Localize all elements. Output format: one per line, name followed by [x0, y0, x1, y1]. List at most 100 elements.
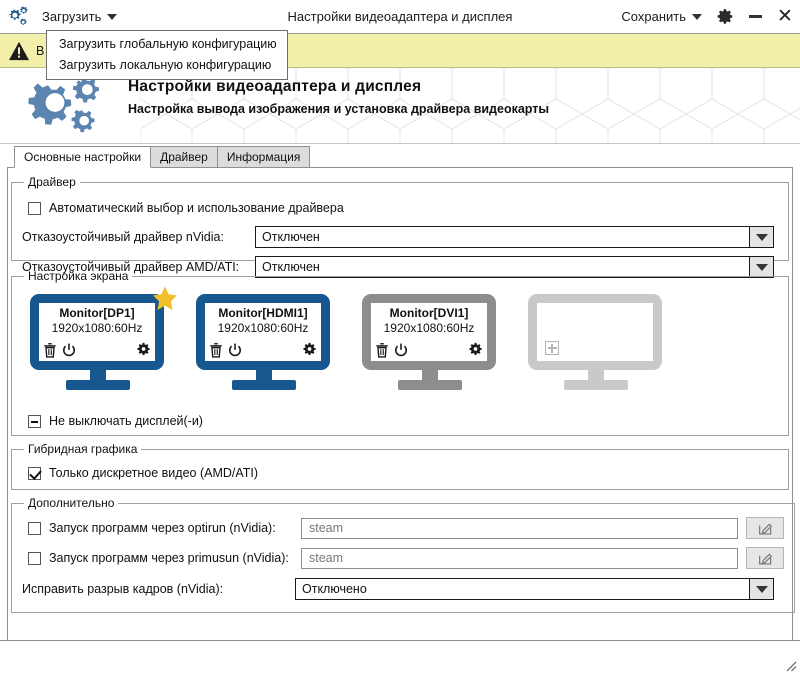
keep-display-on-checkbox[interactable]: [28, 414, 41, 428]
driver-nvidia-row: Отказоустойчивый драйвер nVidia: Отключе…: [22, 224, 778, 250]
primusrun-row: Запуск программ через primusun (nVidia):: [28, 545, 784, 571]
monitor-card-dp1[interactable]: Monitor[DP1] 1920x1080:60Hz: [30, 286, 177, 390]
monitor-card-dvi1[interactable]: Monitor[DVI1] 1920x1080:60Hz: [362, 294, 504, 390]
trash-icon[interactable]: [43, 343, 57, 358]
driver-nvidia-label: Отказоустойчивый драйвер nVidia:: [22, 230, 224, 244]
gear-icon[interactable]: [303, 342, 317, 356]
star-icon[interactable]: [151, 285, 179, 313]
gears-logo-icon: [28, 78, 99, 133]
optirun-checkbox[interactable]: [28, 521, 41, 535]
driver-auto-label: Автоматический выбор и использование дра…: [49, 201, 344, 215]
tab-strip: Основные настройки Драйвер Информация: [0, 145, 800, 168]
status-bar: [0, 640, 800, 674]
gear-icon[interactable]: [469, 342, 483, 356]
close-button[interactable]: ✕: [770, 0, 800, 33]
primusrun-checkbox[interactable]: [28, 551, 41, 565]
tearfree-row: Исправить разрыв кадров (nVidia): Отключ…: [22, 576, 784, 602]
monitor-actions: [209, 342, 317, 359]
monitor-name: Monitor[HDMI1]: [218, 306, 308, 320]
discrete-only-row: Только дискретное видео (AMD/ATI): [28, 460, 778, 486]
optirun-edit-button[interactable]: [746, 517, 784, 539]
minimize-button[interactable]: [740, 0, 770, 33]
primusrun-label: Запуск программ через primusun (nVidia):: [49, 551, 289, 565]
minimize-icon: [748, 15, 762, 18]
save-menu-label: Сохранить: [621, 9, 686, 24]
group-driver-legend: Драйвер: [28, 175, 76, 189]
driver-amd-row: Отказоустойчивый драйвер AMD/ATI: Отключ…: [22, 254, 778, 280]
monitor-card-hdmi1[interactable]: Monitor[HDMI1] 1920x1080:60Hz: [196, 294, 338, 390]
group-extra: Дополнительно Запуск программ через opti…: [11, 496, 795, 613]
chevron-down-icon[interactable]: [749, 257, 773, 277]
keep-display-on-label: Не выключать дисплей(-и): [49, 414, 203, 428]
load-dropdown-menu[interactable]: Загрузить глобальную конфигурацию Загруз…: [46, 30, 288, 80]
plus-box-icon[interactable]: [545, 341, 559, 355]
tearfree-label: Исправить разрыв кадров (nVidia):: [22, 582, 224, 596]
load-menu-button[interactable]: Загрузить: [38, 7, 125, 26]
trash-icon[interactable]: [209, 343, 223, 358]
monitor-actions: [43, 342, 151, 359]
tearfree-combobox[interactable]: Отключено: [295, 578, 774, 600]
driver-auto-checkbox[interactable]: [28, 201, 41, 215]
menu-item-load-local[interactable]: Загрузить локальную конфигурацию: [59, 58, 272, 72]
keep-display-on-row: Не выключать дисплей(-и): [28, 408, 778, 434]
chevron-down-icon: [692, 13, 702, 20]
window-titlebar: Загрузить Настройки видеоадаптера и дисп…: [0, 0, 800, 34]
trash-icon[interactable]: [375, 343, 389, 358]
primusrun-edit-button[interactable]: [746, 547, 784, 569]
power-icon[interactable]: [394, 343, 408, 358]
monitor-stand-neck: [90, 370, 106, 381]
monitor-resolution: 1920x1080:60Hz: [51, 321, 143, 335]
menu-item-load-global[interactable]: Загрузить глобальную конфигурацию: [59, 37, 277, 51]
header-band: Настройки видеоадаптера и дисплея Настро…: [0, 68, 800, 144]
chevron-down-icon: [107, 13, 118, 20]
monitor-frame: Monitor[DVI1] 1920x1080:60Hz: [362, 294, 496, 370]
tearfree-value: Отключено: [302, 582, 367, 596]
chevron-down-icon[interactable]: [749, 227, 773, 247]
discrete-only-checkbox[interactable]: [28, 466, 41, 480]
group-hybrid-graphics: Гибридная графика Только дискретное виде…: [11, 442, 789, 490]
titlebar-right-controls: Сохранить ✕: [617, 0, 800, 33]
monitor-stand-base: [564, 380, 628, 390]
driver-nvidia-value: Отключен: [262, 230, 320, 244]
group-screen: Настройка экрана Monitor[DP1] 1920x1080:…: [11, 269, 789, 436]
monitor-list: Monitor[DP1] 1920x1080:60Hz: [22, 286, 778, 390]
monitor-card-add[interactable]: [528, 294, 670, 390]
tab-driver[interactable]: Драйвер: [150, 146, 218, 168]
warning-triangle-icon: [9, 41, 29, 60]
resize-grip-icon[interactable]: [783, 658, 797, 672]
group-screen-legend: Настройка экрана: [28, 269, 129, 283]
gear-icon[interactable]: [137, 342, 151, 356]
primusrun-input[interactable]: [301, 547, 738, 569]
tab-main-settings[interactable]: Основные настройки: [14, 146, 152, 168]
pencil-square-icon: [758, 553, 772, 564]
monitor-stand-neck: [422, 370, 438, 381]
monitor-actions: [375, 342, 483, 359]
power-icon[interactable]: [228, 343, 242, 358]
tab-information[interactable]: Информация: [216, 146, 311, 168]
monitor-stand-neck: [588, 370, 604, 381]
monitor-frame: Monitor[HDMI1] 1920x1080:60Hz: [196, 294, 330, 370]
header-text: Настройки видеоадаптера и дисплея Настро…: [128, 78, 549, 116]
save-menu-button[interactable]: Сохранить: [617, 7, 710, 26]
header-subtitle: Настройка вывода изображения и установка…: [128, 102, 550, 116]
monitor-name: Monitor[DVI1]: [389, 306, 469, 320]
driver-nvidia-combobox[interactable]: Отключен: [255, 226, 774, 248]
power-icon[interactable]: [62, 343, 76, 358]
gears-icon: [0, 0, 34, 34]
discrete-only-label: Только дискретное видео (AMD/ATI): [49, 466, 259, 480]
header-title: Настройки видеоадаптера и дисплея: [128, 78, 422, 95]
settings-button[interactable]: [710, 0, 740, 33]
monitor-resolution: 1920x1080:60Hz: [383, 321, 475, 335]
monitor-stand-base: [232, 380, 296, 390]
main-panel: Драйвер Автоматический выбор и использов…: [7, 167, 795, 647]
monitor-stand-neck: [256, 370, 272, 381]
driver-amd-combobox[interactable]: Отключен: [255, 256, 774, 278]
monitor-frame: [528, 294, 662, 370]
optirun-input[interactable]: [301, 517, 738, 539]
group-driver: Драйвер Автоматический выбор и использов…: [11, 175, 789, 278]
hexagon-pattern-decoration: [140, 68, 800, 143]
monitor-stand-base: [398, 380, 462, 390]
group-hybrid-legend: Гибридная графика: [28, 442, 138, 456]
optirun-label: Запуск программ через optirun (nVidia):: [49, 521, 276, 535]
chevron-down-icon[interactable]: [749, 579, 773, 599]
